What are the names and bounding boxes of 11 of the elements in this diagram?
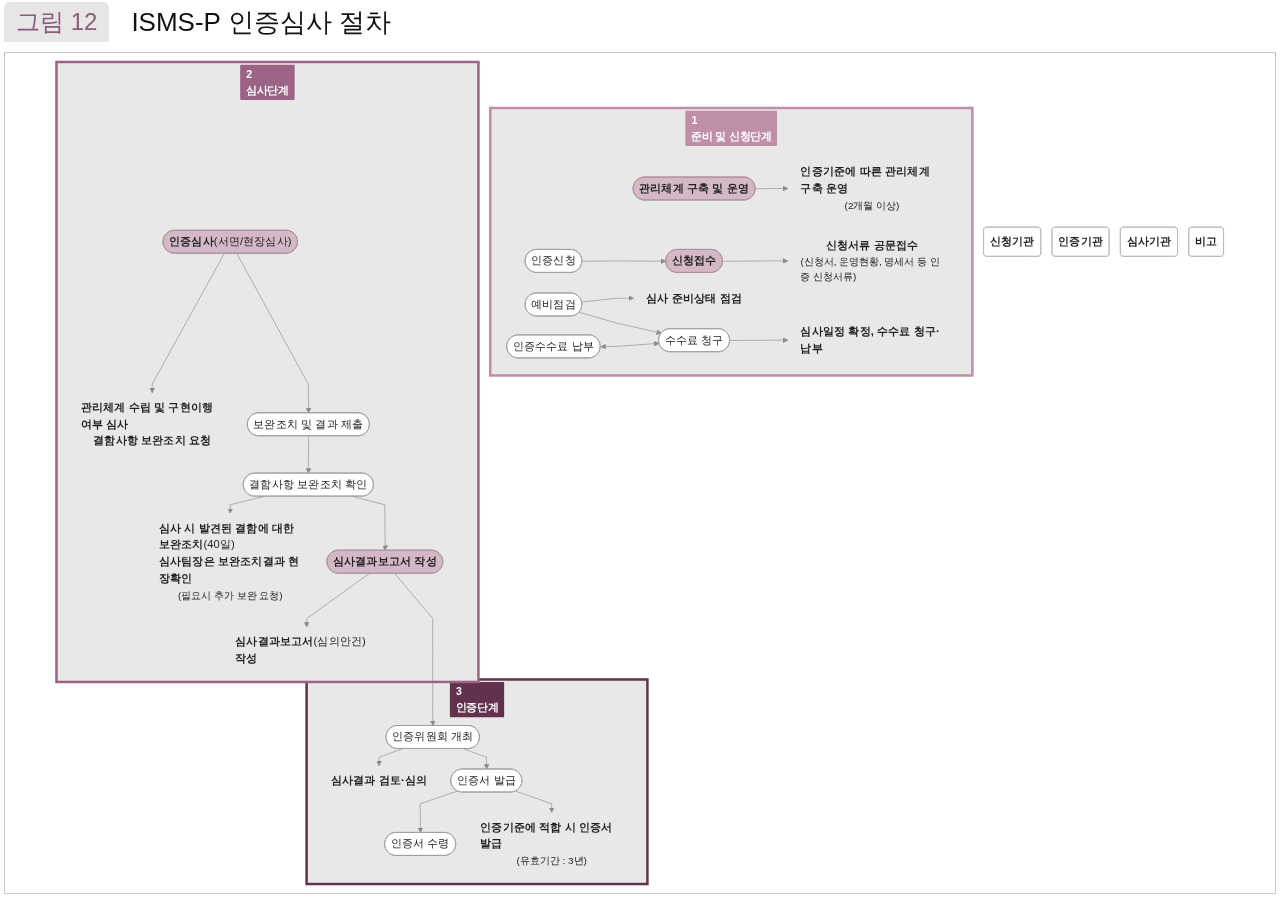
node-text: 심사 준비상태 점검: [646, 291, 742, 305]
diagram-title: ISMS-P 인증심사 절차: [131, 5, 391, 39]
node-text: 인증기준에 적합 시 인증서 발급 (유효기간 : 3년): [480, 820, 613, 866]
node-text: 심사 시 발견된 결함에 대한 보완조치(40일) 심사팀장은 보완조치결과 현장확인 (필요시 추가 보완 요청): [158, 521, 300, 601]
node-text: 심사결과 검토·심의: [330, 773, 428, 787]
node-text: 관리체계 수립 및 구현이행 여부 심사 결함사항 보완조치 요청: [80, 400, 214, 447]
node-text: 인증기준에 따른 관리체계 구축 운영 (2개월 이상): [800, 165, 930, 211]
node-text: 심사일정 확정, 수수료 청구·납부: [800, 325, 940, 355]
node-text: 신청서류 공문접수 (신청서, 운영현황, 명세서 등 인증 신청서류): [800, 239, 940, 282]
node-text: 심사결과보고서(심의안건) 작성: [235, 635, 366, 665]
figure-number: 그림 12: [4, 2, 110, 42]
